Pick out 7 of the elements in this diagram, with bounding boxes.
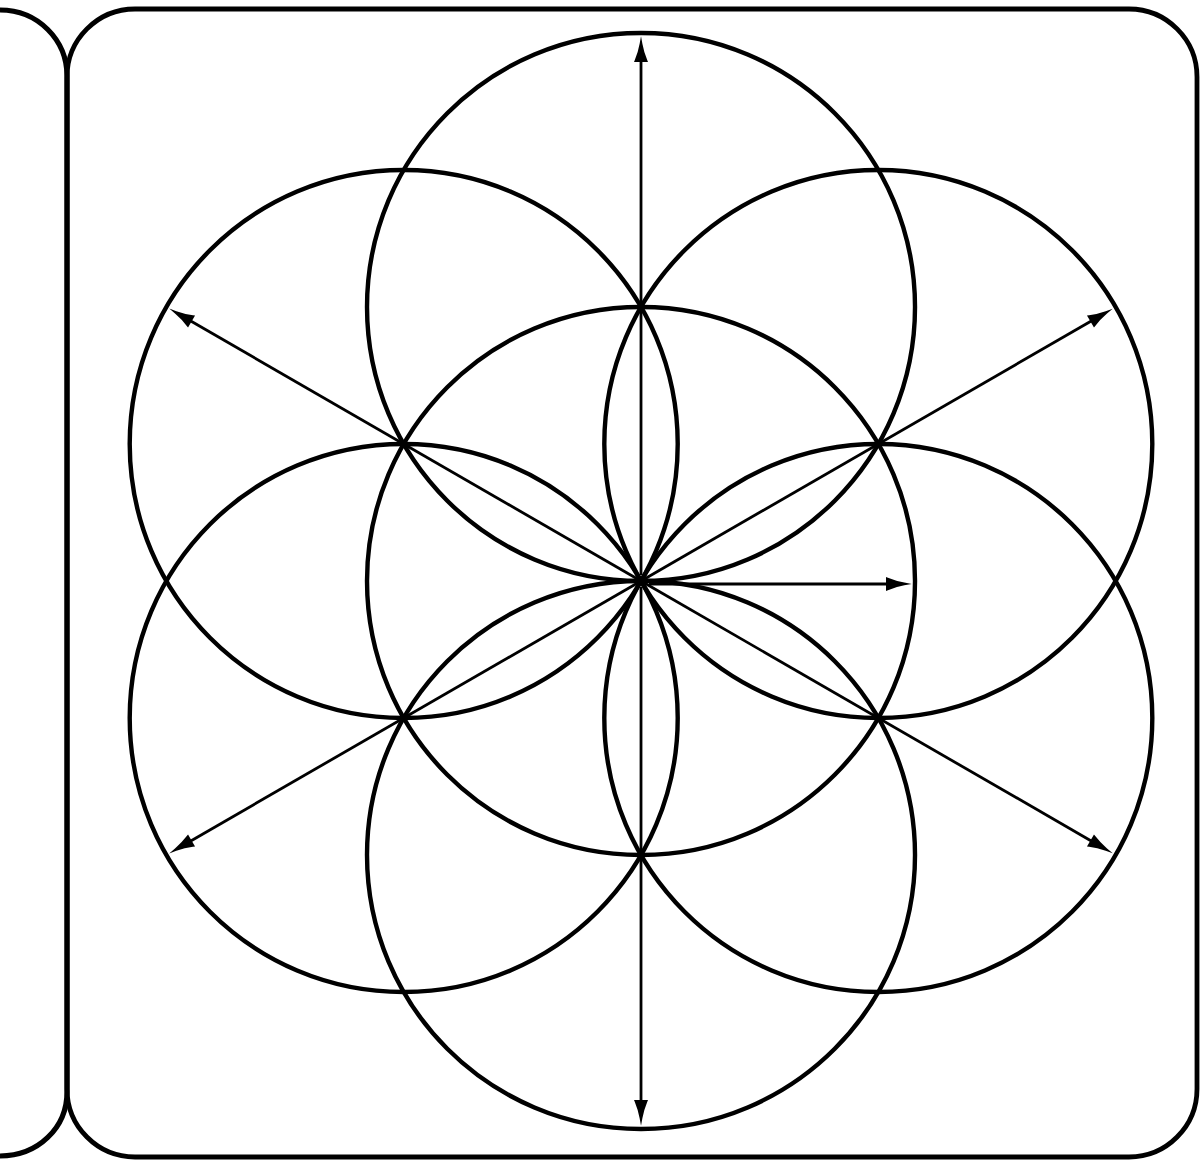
- circle: [364, 30, 918, 584]
- circle: [364, 304, 918, 858]
- circle: [602, 441, 1155, 995]
- circle: [127, 167, 680, 721]
- circle: [364, 578, 918, 1132]
- circle: [602, 167, 1155, 721]
- circle: [127, 441, 680, 995]
